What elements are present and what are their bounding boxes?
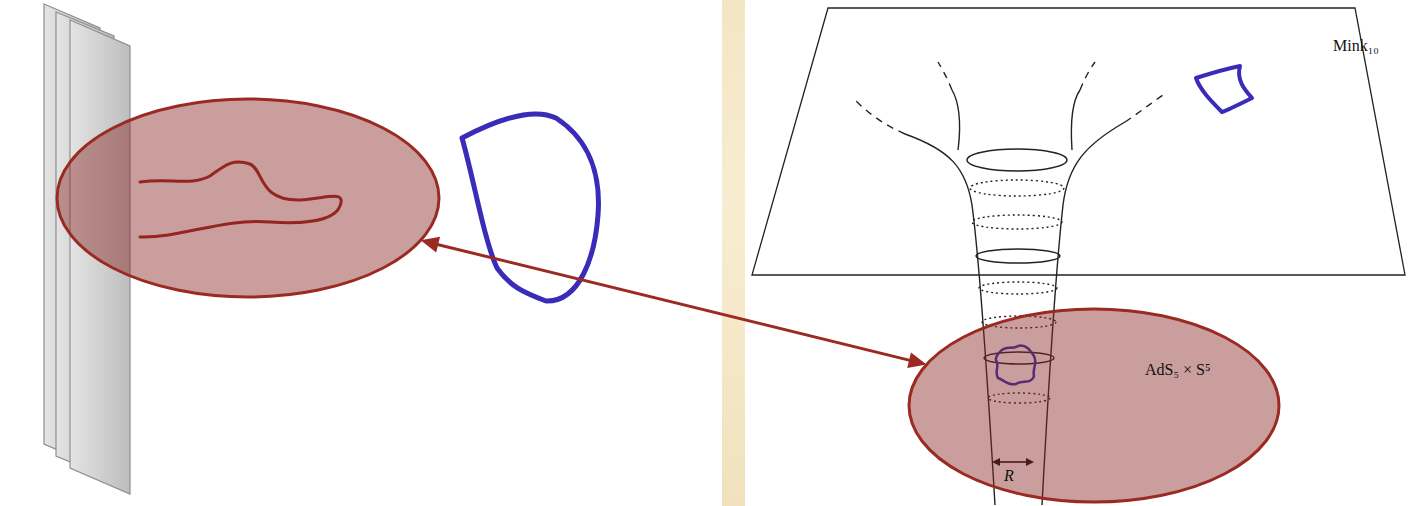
right-panel xyxy=(745,0,1410,506)
minkowski-plane xyxy=(752,8,1405,275)
space-label: Mink₁₀ xyxy=(1333,37,1379,55)
closed-string xyxy=(462,114,598,301)
double-arrow xyxy=(421,237,927,368)
highlight-ellipse: AdS₅ × S⁵ R xyxy=(907,307,1281,504)
highlight-ellipse xyxy=(55,97,441,299)
ellipse-outline xyxy=(55,97,441,299)
left-panel xyxy=(0,0,722,506)
radius-label: R xyxy=(1004,467,1014,485)
space-label: AdS₅ × S⁵ xyxy=(1145,361,1211,379)
plane-closed-string xyxy=(1196,66,1252,112)
ellipse-outline xyxy=(907,307,1281,504)
